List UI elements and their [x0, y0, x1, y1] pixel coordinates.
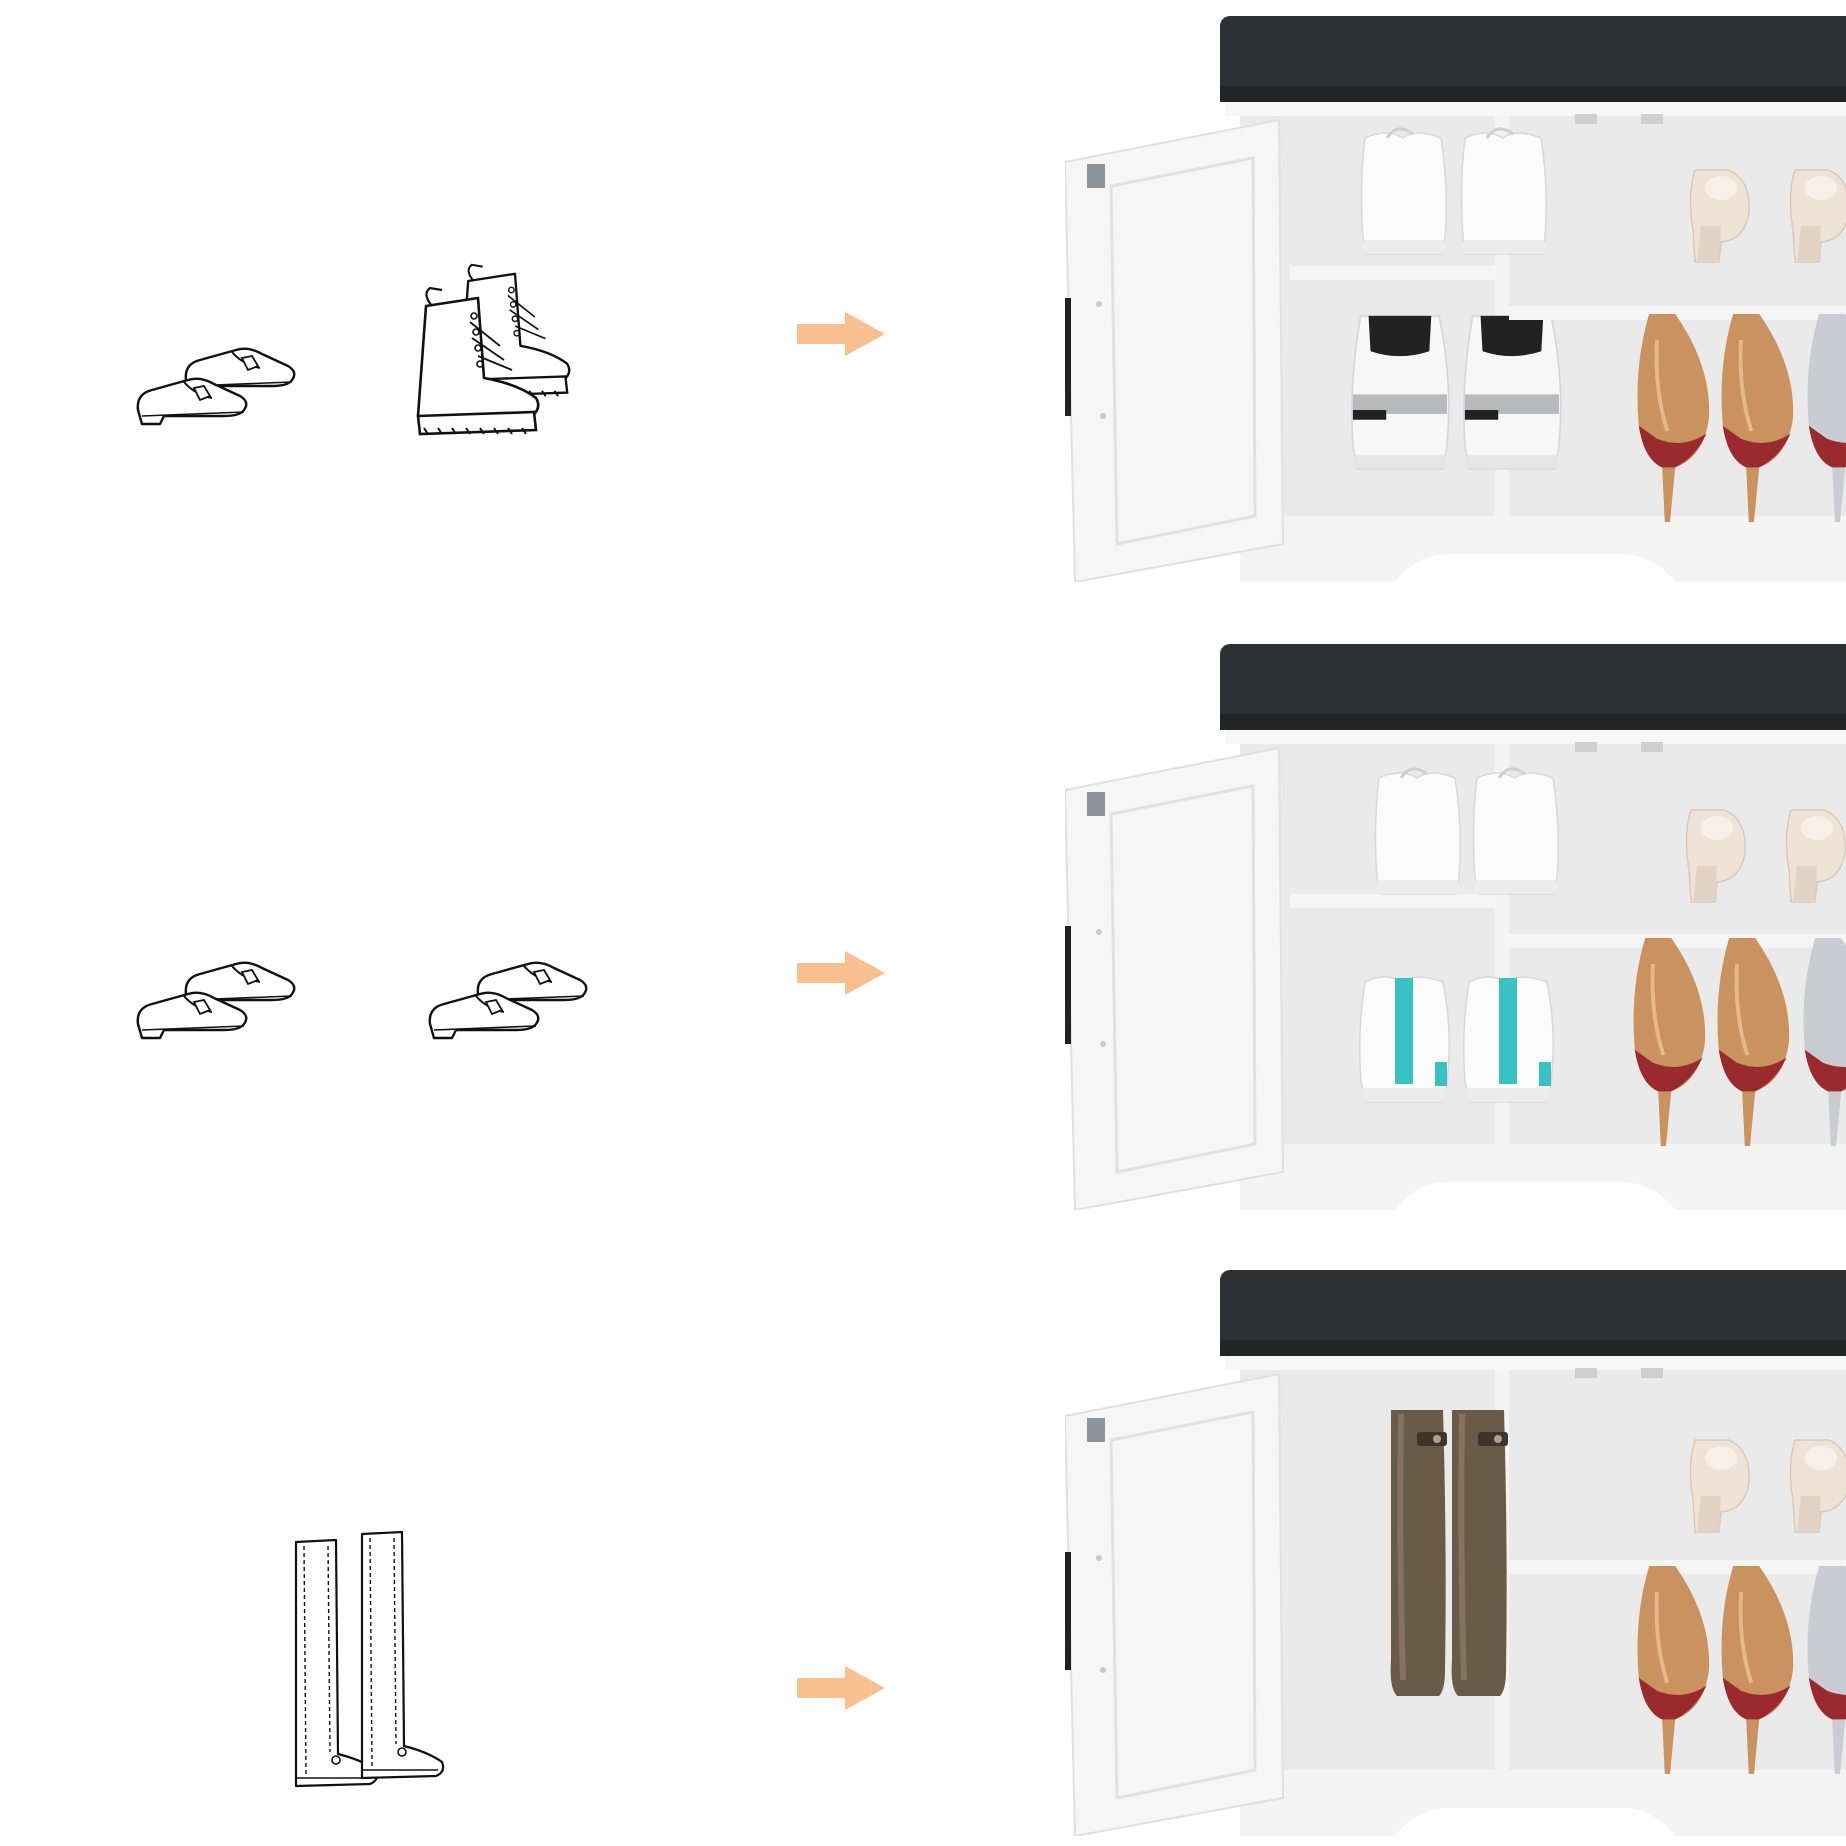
- loafers-icon: [128, 934, 298, 1050]
- loafers-icon: [420, 934, 590, 1050]
- loafers-icon: [128, 320, 298, 436]
- scene-row-2: [0, 628, 1846, 1210]
- shoe-cabinet: [1065, 1270, 1846, 1836]
- arrow-icon: [797, 1666, 885, 1710]
- shoe-cabinet: [1065, 644, 1846, 1210]
- scene-row-1: [0, 0, 1846, 582]
- combat-boots-icon: [400, 246, 620, 436]
- arrow-icon: [797, 951, 885, 995]
- tall-boots-icon: [290, 1530, 470, 1790]
- shoe-cabinet: [1065, 16, 1846, 582]
- arrow-icon: [797, 312, 885, 356]
- scene-row-3: [0, 1250, 1846, 1840]
